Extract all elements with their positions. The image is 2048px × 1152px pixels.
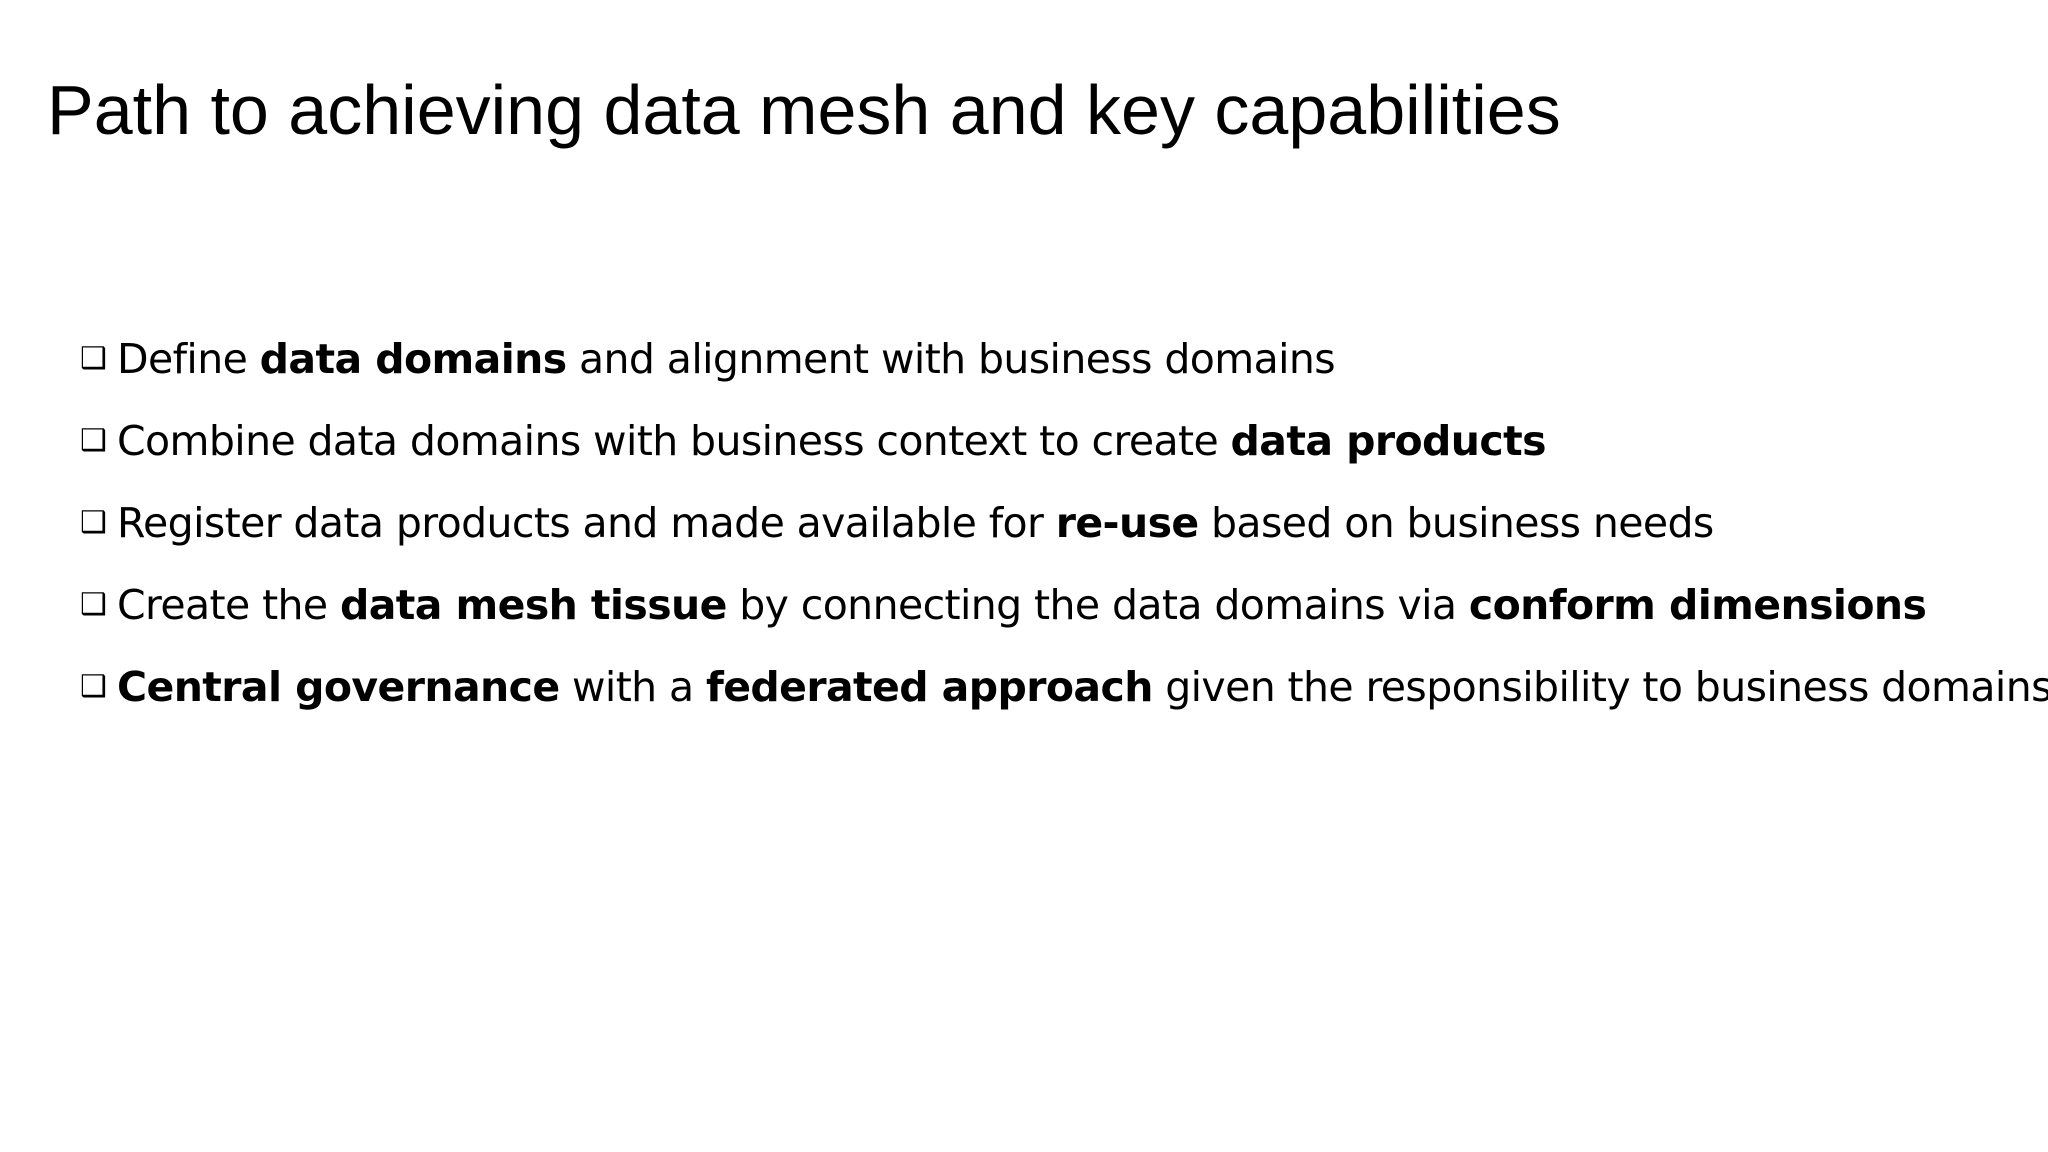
- bullet-text-segment: based on business needs: [1198, 499, 1714, 547]
- bullet-text-segment: by connecting the data domains via: [726, 581, 1469, 629]
- bullet-text: Central governance with a federated appr…: [117, 663, 2048, 711]
- bullet-text-bold: data products: [1230, 417, 1547, 465]
- slide-title: Path to achieving data mesh and key capa…: [47, 71, 1561, 149]
- bullet-text: Combine data domains with business conte…: [117, 417, 1546, 465]
- checkbox-shadow-icon: ❑: [80, 341, 107, 376]
- checkbox-shadow-icon: ❑: [80, 505, 107, 540]
- bullet-text-bold: data mesh tissue: [339, 581, 727, 629]
- bullet-item: ❑ Central governance with a federated app…: [80, 646, 2048, 728]
- bullet-text-segment: Define: [117, 335, 260, 383]
- bullet-text-bold: re-use: [1055, 499, 1199, 547]
- bullet-text-segment: Create the: [117, 581, 340, 629]
- bullet-text-segment: Register data products and made availabl…: [117, 499, 1056, 547]
- bullet-text-bold: federated approach: [705, 663, 1153, 711]
- bullet-text: Register data products and made availabl…: [117, 499, 1714, 547]
- bullet-text: Create the data mesh tissue by connectin…: [117, 581, 1927, 629]
- checkbox-shadow-icon: ❑: [80, 587, 107, 622]
- bullet-text-bold: data domains: [259, 335, 568, 383]
- checkbox-shadow-icon: ❑: [80, 423, 107, 458]
- bullet-list: ❑ Define data domains and alignment with …: [80, 318, 2048, 728]
- bullet-item: ❑ Register data products and made availab…: [80, 482, 2048, 564]
- bullet-text-bold: Central governance: [117, 663, 560, 711]
- bullet-text-segment: given the responsibility to business dom…: [1152, 663, 2048, 711]
- bullet-text-bold: conform dimensions: [1468, 581, 1927, 629]
- bullet-item: ❑ Combine data domains with business cont…: [80, 400, 2048, 482]
- bullet-item: ❑ Create the data mesh tissue by connecti…: [80, 564, 2048, 646]
- checkbox-shadow-icon: ❑: [80, 669, 107, 704]
- bullet-text: Define data domains and alignment with b…: [117, 335, 1336, 383]
- bullet-item: ❑ Define data domains and alignment with …: [80, 318, 2048, 400]
- bullet-text-segment: and alignment with business domains: [566, 335, 1336, 383]
- bullet-text-segment: with a: [559, 663, 706, 711]
- bullet-text-segment: Combine data domains with business conte…: [117, 417, 1231, 465]
